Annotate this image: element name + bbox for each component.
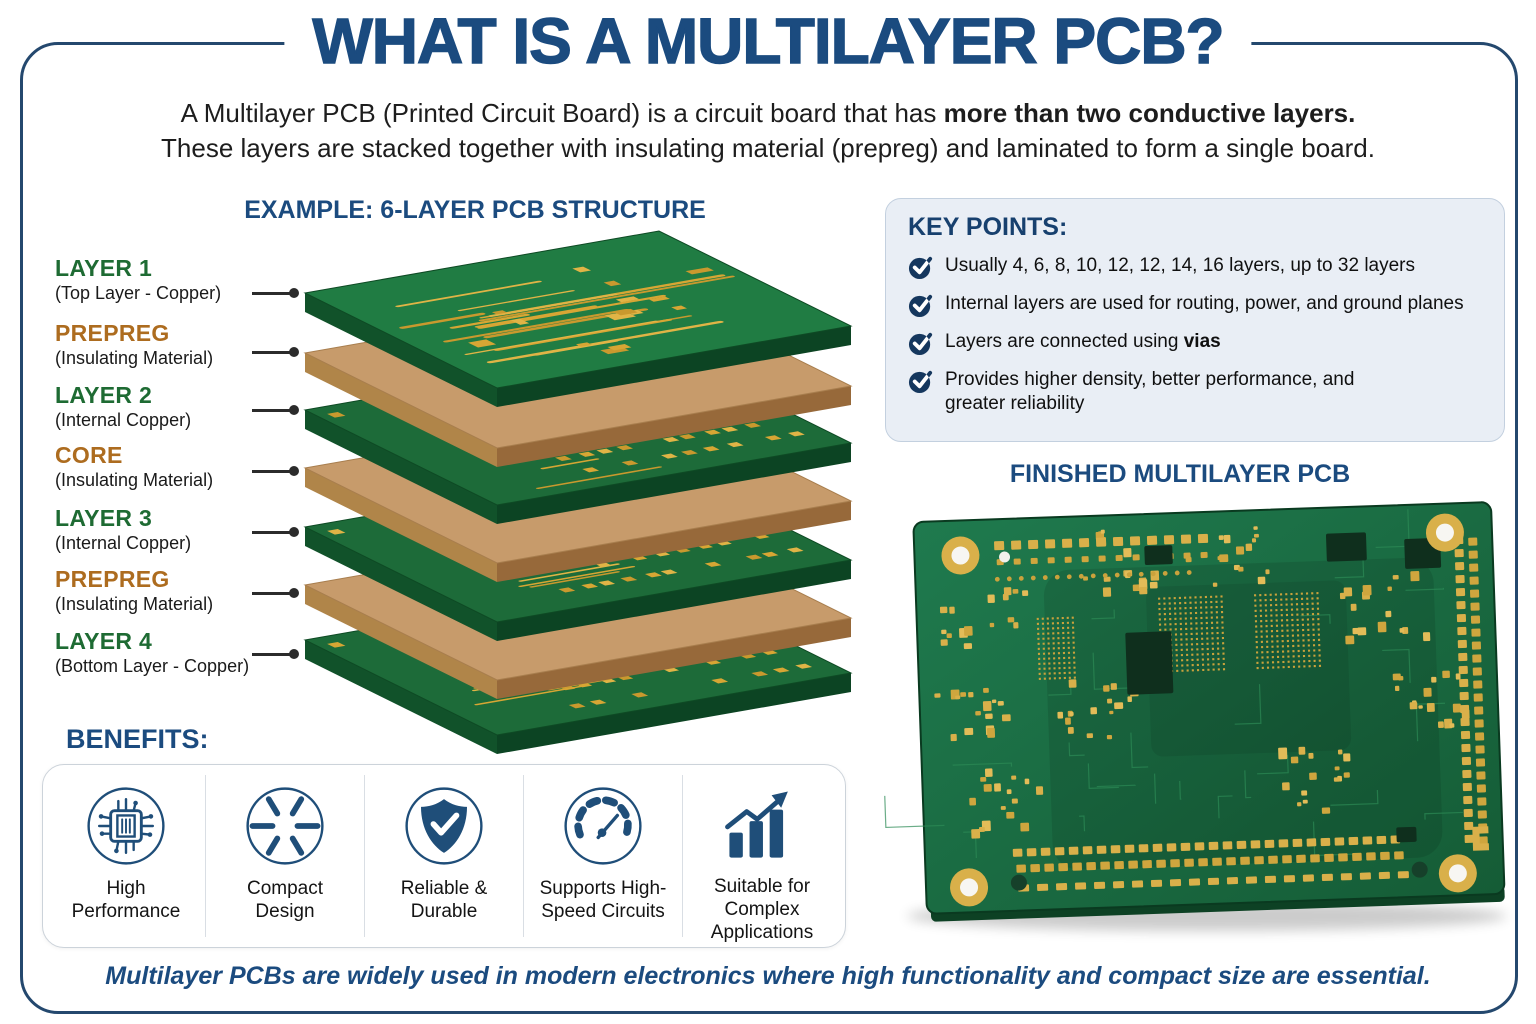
layer-subtitle: (Bottom Layer - Copper) [55, 656, 250, 676]
key-point-item: Provides higher density, better performa… [908, 368, 1490, 416]
layer-name: LAYER 1 [55, 255, 153, 281]
layer-name: LAYER 2 [55, 382, 153, 408]
leader-line [252, 649, 299, 658]
leader-line [252, 288, 299, 297]
intro-line1: A Multilayer PCB (Printed Circuit Board)… [180, 98, 944, 128]
benefit-label: Supports High-Speed Circuits [539, 878, 667, 922]
key-point-item: Layers are connected using vias [908, 330, 1490, 356]
check-circle-icon [908, 332, 933, 356]
key-point-text: Internal layers are used for routing, po… [945, 293, 1464, 314]
layer-subtitle: (Internal Copper) [55, 533, 192, 553]
key-point-text: Provides higher density, better performa… [945, 369, 1355, 414]
stack-label-layer-4: LAYER 4 (Bottom Layer - Copper) [55, 628, 315, 677]
layer-subtitle: (Top Layer - Copper) [55, 283, 222, 303]
benefit-label: Reliable & Durable [400, 878, 488, 922]
key-point-text: Layers are connected using vias [945, 331, 1221, 352]
stack-label-prepreg-2: PREPREG (Insulating Material) [55, 566, 315, 615]
chip-icon [80, 779, 172, 873]
benefit-label: High Performance [71, 878, 181, 922]
benefit-high-performance: High Performance [47, 775, 205, 937]
stack-label-layer-2: LAYER 2 (Internal Copper) [55, 382, 315, 431]
stack-label-prepreg-1: PREPREG (Insulating Material) [55, 320, 315, 369]
key-point-item: Internal layers are used for routing, po… [908, 292, 1490, 318]
intro-line2: These layers are stacked together with i… [161, 133, 1375, 163]
layer-subtitle: (Insulating Material) [55, 470, 214, 490]
layer-subtitle: (Insulating Material) [55, 348, 214, 368]
benefit-complex-applications: Suitable for Complex Applications [682, 775, 841, 943]
leader-line [252, 527, 299, 536]
compress-icon [239, 779, 331, 873]
check-circle-icon [908, 370, 933, 394]
layer-name: LAYER 3 [55, 505, 153, 531]
leader-line [252, 466, 299, 475]
stack-structure-heading: EXAMPLE: 6-LAYER PCB STRUCTURE [244, 196, 706, 224]
check-circle-icon [908, 294, 933, 318]
key-point-item: Usually 4, 6, 8, 10, 12, 12, 14, 16 laye… [908, 254, 1490, 280]
key-points-panel: KEY POINTS: Usually 4, 6, 8, 10, 12, 12,… [885, 198, 1505, 442]
page-title: WHAT IS A MULTILAYER PCB? [284, 4, 1252, 78]
benefits-panel: High Performance Compact Design [42, 764, 846, 948]
stack-label-layer-3: LAYER 3 (Internal Copper) [55, 505, 315, 554]
layer-name: LAYER 4 [55, 628, 153, 654]
benefit-reliable-durable: Reliable & Durable [364, 775, 523, 937]
leader-line [252, 405, 299, 414]
layer-subtitle: (Internal Copper) [55, 410, 192, 430]
benefit-label: Compact Design [246, 878, 324, 922]
finished-pcb-heading: FINISHED MULTILAYER PCB [1009, 460, 1351, 488]
benefit-high-speed: Supports High-Speed Circuits [523, 775, 682, 937]
layer-name: PREPREG [55, 320, 170, 346]
layer-name: PREPREG [55, 566, 170, 592]
gauge-icon [557, 779, 649, 873]
key-points-heading: KEY POINTS: [908, 213, 1068, 241]
check-circle-icon [908, 256, 933, 280]
growth-chart-icon [716, 779, 808, 871]
benefits-heading: BENEFITS: [66, 724, 209, 754]
benefit-compact-design: Compact Design [205, 775, 364, 937]
leader-line [252, 588, 299, 597]
stack-label-core: CORE (Insulating Material) [55, 442, 315, 491]
stack-label-layer-1: LAYER 1 (Top Layer - Copper) [55, 255, 315, 304]
key-points-list: Usually 4, 6, 8, 10, 12, 12, 14, 16 laye… [908, 254, 1490, 416]
leader-line [252, 347, 299, 356]
key-point-text: Usually 4, 6, 8, 10, 12, 12, 14, 16 laye… [945, 255, 1415, 276]
intro-line1-bold: more than two conductive layers. [943, 98, 1356, 128]
footer-note: Multilayer PCBs are widely used in moder… [105, 962, 1431, 990]
layer-name: CORE [55, 442, 123, 468]
benefit-label: Suitable for Complex Applications [710, 876, 814, 943]
layer-subtitle: (Insulating Material) [55, 594, 214, 614]
intro-text: A Multilayer PCB (Printed Circuit Board)… [80, 96, 1456, 166]
shield-check-icon [398, 779, 490, 873]
